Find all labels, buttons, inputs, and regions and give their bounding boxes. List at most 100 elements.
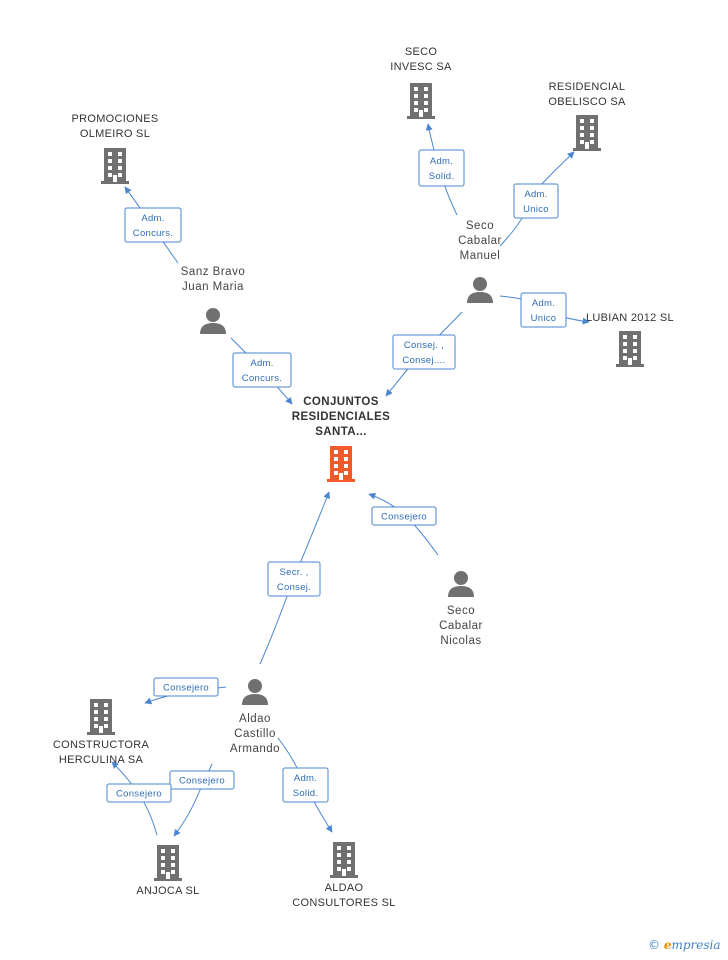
edge-label-box <box>392 334 456 370</box>
center-company-label-line: CONJUNTOS <box>303 396 379 408</box>
company-label-line: HERCULINA SA <box>59 754 144 766</box>
edge-label-text: Consej.... <box>402 355 445 366</box>
person-icon <box>467 277 493 303</box>
edge-label-aldao-herculina[interactable]: Consejero <box>153 677 219 697</box>
edge-label-text: Solid. <box>293 788 319 799</box>
company-label-line: ALDAO <box>325 882 364 894</box>
company-node-lubian-2012[interactable]: LUBIAN 2012 SL <box>586 312 674 367</box>
building-icon <box>327 446 355 482</box>
person-label-line: Manuel <box>460 250 501 262</box>
person-label-line: Armando <box>230 743 280 755</box>
edge-label-box <box>513 183 559 219</box>
edge-label-sanz-olmeiro[interactable]: Adm. Concurs. <box>124 207 182 243</box>
building-icon <box>573 115 601 151</box>
edge-label-text: Unico <box>523 204 549 215</box>
person-label-line: Seco <box>466 220 494 232</box>
edge-label-text: Consej. <box>277 582 311 593</box>
edge-label-box <box>106 783 172 803</box>
person-label-line: Cabalar <box>458 235 502 247</box>
edge-label-box <box>169 770 235 790</box>
edge-label-text: Concurs. <box>242 373 282 384</box>
edge-label-aldao-center[interactable]: Secr. , Consej. <box>267 561 321 597</box>
edge-label-manuel-seco-invesc[interactable]: Adm. Solid. <box>418 149 465 187</box>
person-label-line: Castillo <box>234 728 276 740</box>
edge-label-text: Adm. <box>430 156 453 167</box>
edge-label-text: Consejero <box>163 683 209 694</box>
company-label-line: LUBIAN 2012 SL <box>586 312 674 324</box>
building-icon <box>330 842 358 878</box>
copyright-icon: © <box>648 938 660 952</box>
edge-label-text: Solid. <box>429 171 455 182</box>
person-label-line: Juan Maria <box>182 281 244 293</box>
center-company-label-line: SANTA... <box>315 426 367 438</box>
center-company-node[interactable]: CONJUNTOS RESIDENCIALES SANTA... <box>292 396 391 482</box>
company-node-seco-invesc[interactable]: SECO INVESC SA <box>390 46 452 119</box>
edge-label-text: Adm. <box>141 213 164 224</box>
edge-label-box <box>153 677 219 697</box>
company-label-line: RESIDENCIAL <box>549 81 626 93</box>
edge-label-box <box>232 352 292 388</box>
company-node-constructora-herculina[interactable]: CONSTRUCTORA HERCULINA SA <box>53 699 150 766</box>
building-icon <box>616 331 644 367</box>
nodes-layer: CONJUNTOS RESIDENCIALES SANTA... SECO INVESC… <box>53 46 674 909</box>
company-label-line: CONSTRUCTORA <box>53 739 150 751</box>
edge-label-nicolas-center[interactable]: Consejero <box>371 506 437 526</box>
person-icon <box>242 679 268 705</box>
edge-label-text: Consej. , <box>404 340 444 351</box>
edge-label-aldao-consultores[interactable]: Adm. Solid. <box>282 767 329 803</box>
edge-label-text: Consejero <box>179 776 225 787</box>
edge-label-text: Consejero <box>381 512 427 523</box>
edge-label-box <box>124 207 182 243</box>
edge-label-manuel-center[interactable]: Consej. , Consej.... <box>392 334 456 370</box>
edge-label-sanz-center[interactable]: Adm. Concurs. <box>232 352 292 388</box>
company-label-line: OLMEIRO SL <box>80 128 150 140</box>
building-icon <box>154 845 182 881</box>
edge-label-text: Concurs. <box>133 228 173 239</box>
edge-label-text: Adm. <box>532 298 555 309</box>
edge-label-text: Unico <box>531 313 557 324</box>
person-label-line: Sanz Bravo <box>181 266 245 278</box>
person-icon <box>200 308 226 334</box>
company-label-line: PROMOCIONES <box>71 113 158 125</box>
building-icon <box>101 148 129 184</box>
edge-label-manuel-lubian[interactable]: Adm. Unico <box>520 292 567 328</box>
company-node-promociones-olmeiro[interactable]: PROMOCIONES OLMEIRO SL <box>71 113 158 184</box>
company-label-line: SECO <box>405 46 438 58</box>
company-label-line: ANJOCA SL <box>136 885 199 897</box>
edge-label-box <box>267 561 321 597</box>
edge-label-box <box>371 506 437 526</box>
company-label-line: INVESC SA <box>390 61 452 73</box>
brand-logo: © empresia <box>648 938 721 952</box>
edge-label-box <box>282 767 329 803</box>
edge-label-box <box>520 292 567 328</box>
edge-label-aldao-anjoca[interactable]: Consejero <box>169 770 235 790</box>
center-company-label-line: RESIDENCIALES <box>292 411 391 423</box>
edge-label-text: Adm. <box>294 773 317 784</box>
company-label-line: CONSULTORES SL <box>292 897 395 909</box>
brand-initial: e <box>663 938 672 952</box>
edge-label-text: Adm. <box>250 358 273 369</box>
edge-label-manuel-obelisco[interactable]: Adm. Unico <box>513 183 559 219</box>
company-node-anjoca[interactable]: ANJOCA SL <box>136 845 199 897</box>
person-icon <box>448 571 474 597</box>
company-label-line: OBELISCO SA <box>548 96 626 108</box>
company-node-aldao-consultores[interactable]: ALDAO CONSULTORES SL <box>292 842 395 909</box>
person-label-line: Aldao <box>239 713 271 725</box>
edge-label-text: Consejero <box>116 789 162 800</box>
edge-label-text: Adm. <box>524 189 547 200</box>
person-label-line: Nicolas <box>440 635 481 647</box>
person-label-line: Seco <box>447 605 475 617</box>
edge-label-anjoca-herculina[interactable]: Consejero <box>106 783 172 803</box>
brand-name: mpresia <box>671 938 721 952</box>
edge-label-text: Secr. , <box>279 567 308 578</box>
person-label-line: Cabalar <box>439 620 483 632</box>
company-node-residencial-obelisco[interactable]: RESIDENCIAL OBELISCO SA <box>548 81 626 151</box>
edge-label-box <box>418 149 465 187</box>
building-icon <box>407 83 435 119</box>
